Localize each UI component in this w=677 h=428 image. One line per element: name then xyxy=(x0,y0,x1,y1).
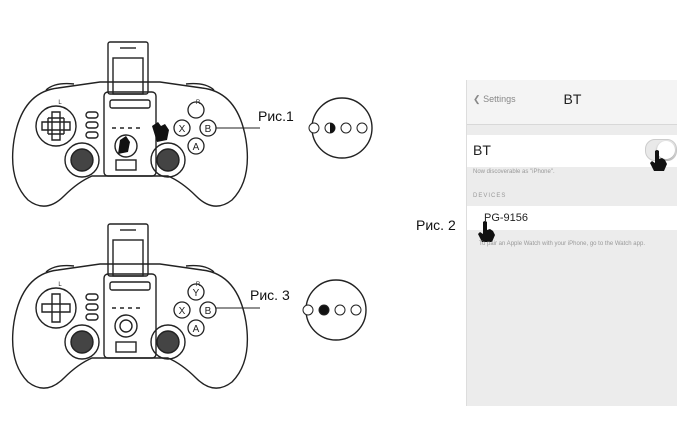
led-indicator-fig3 xyxy=(302,279,367,341)
discoverable-text: Now discoverable as "iPhone". xyxy=(473,169,555,175)
face-b-label: B xyxy=(205,124,212,135)
face-x-label: X xyxy=(179,124,186,135)
svg-text:R: R xyxy=(196,282,201,288)
bluetooth-settings-screen: ❮ Settings BT BT Now discoverable as "iP… xyxy=(466,80,677,406)
svg-text:A: A xyxy=(193,324,200,335)
back-button[interactable]: ❮ Settings xyxy=(473,94,516,105)
l-shoulder-label: L xyxy=(58,100,62,106)
toggle-knob xyxy=(657,141,675,159)
hand-pointer-icon xyxy=(152,122,169,142)
bt-toggle-row: BT xyxy=(467,135,677,171)
screen-title: BT xyxy=(563,91,582,107)
button-y-outline xyxy=(187,101,205,119)
navigation-bar: ❮ Settings BT xyxy=(467,80,677,125)
fig1-label: Рис.1 xyxy=(258,108,294,124)
device-name: PG-9156 xyxy=(484,212,529,224)
hand-pointer-icon xyxy=(478,221,495,242)
fig2-label: Рис. 2 xyxy=(416,217,456,233)
r-shoulder-label: R xyxy=(196,100,201,106)
bt-row-label: BT xyxy=(473,142,491,158)
device-row-pg9156[interactable]: PG-9156 xyxy=(467,206,677,242)
chevron-left-icon: ❮ xyxy=(473,94,481,104)
led-indicator-fig1 xyxy=(308,97,373,159)
svg-text:B: B xyxy=(205,306,212,317)
gamepad-diagram-top: L R X B A xyxy=(11,41,260,207)
face-a-label: A xyxy=(193,142,200,153)
svg-text:Y: Y xyxy=(193,288,200,299)
svg-text:X: X xyxy=(179,306,186,317)
gamepad-diagram-bottom: L R Y X B A xyxy=(11,223,260,389)
hand-pointer-icon xyxy=(650,150,667,171)
devices-header: DEVICES xyxy=(473,193,507,199)
watch-pair-hint: To pair an Apple Watch with your iPhone,… xyxy=(479,241,645,247)
svg-text:L: L xyxy=(58,282,62,288)
fig3-label: Рис. 3 xyxy=(250,287,290,303)
back-button-label: Settings xyxy=(483,94,516,104)
